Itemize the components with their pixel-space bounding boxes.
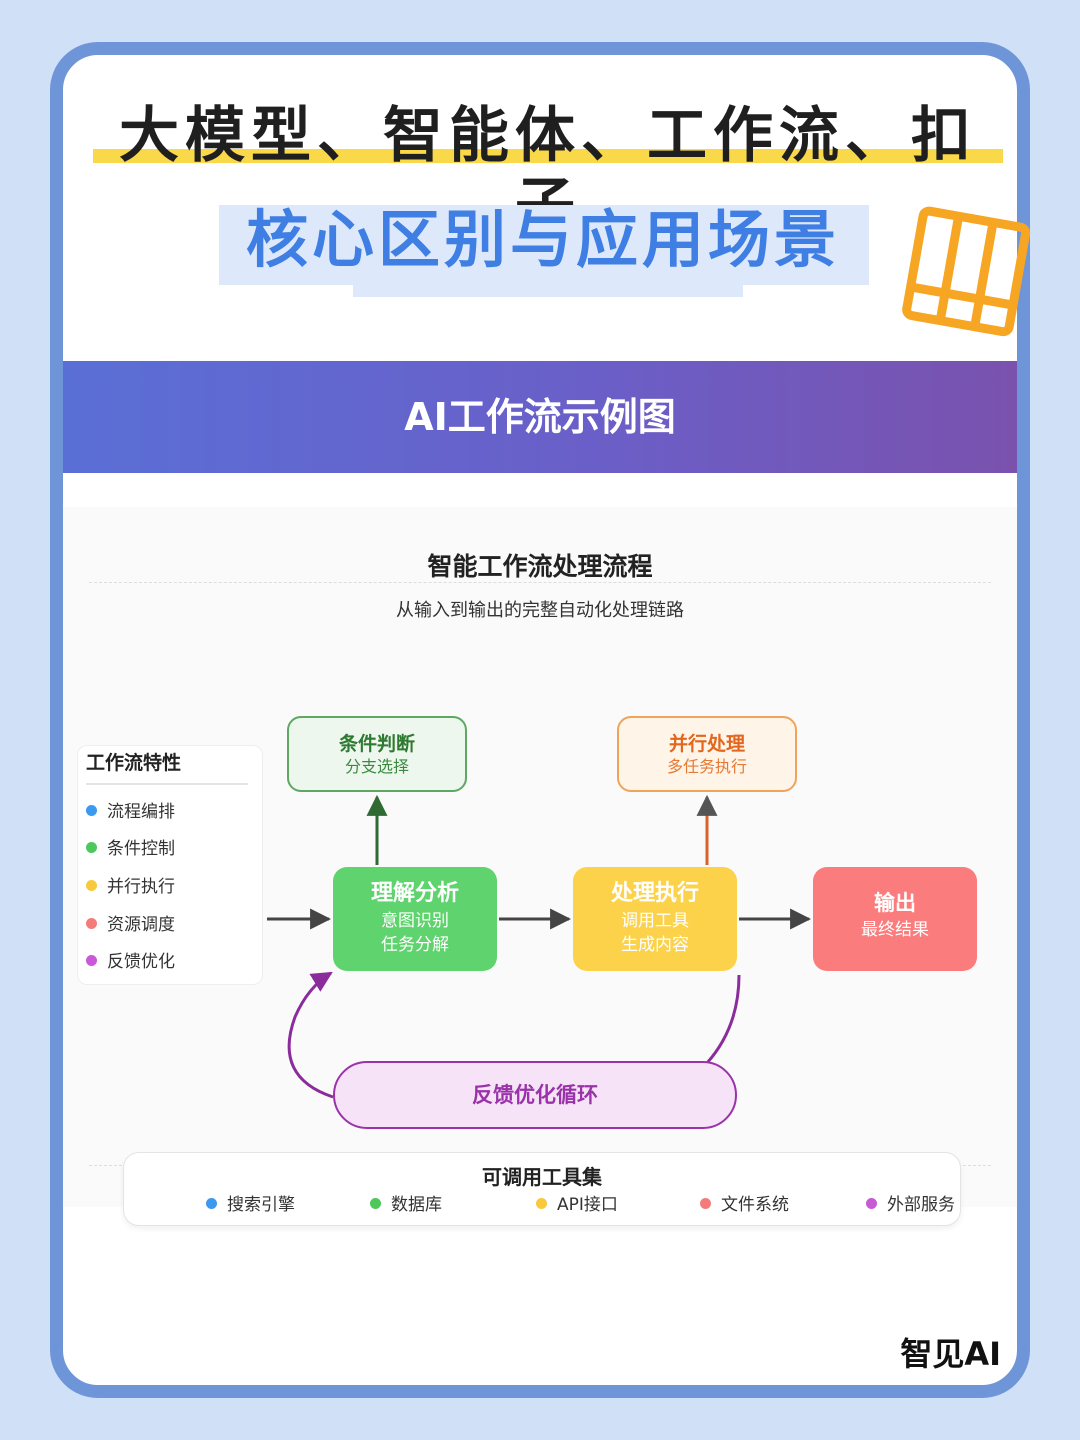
feature-item: 流程编排 xyxy=(86,800,175,824)
feature-item: 反馈优化 xyxy=(86,950,175,974)
tool-label: 搜索引擎 xyxy=(227,1195,295,1215)
node-understand: 理解分析 意图识别 任务分解 xyxy=(333,867,497,971)
node-output: 输出 最终结果 xyxy=(813,867,977,971)
node-condition-sub: 分支选择 xyxy=(344,757,409,776)
feature-label: 资源调度 xyxy=(107,915,175,935)
dot-icon xyxy=(86,804,97,816)
arrow-feedback-to-understand xyxy=(287,971,334,1099)
node-output-title: 输出 xyxy=(874,891,916,915)
dot-icon xyxy=(206,1197,217,1209)
node-process: 处理执行 调用工具 生成内容 xyxy=(573,867,737,971)
brand-logo: 智见AI xyxy=(900,1335,1001,1373)
features-title: 工作流特性 xyxy=(86,746,248,785)
feature-item: 资源调度 xyxy=(86,913,175,937)
node-understand-sub2: 任务分解 xyxy=(381,935,449,955)
subtitle-highlight-tail xyxy=(353,279,743,297)
node-output-sub: 最终结果 xyxy=(861,920,929,940)
node-parallel-sub: 多任务执行 xyxy=(666,757,747,776)
node-feedback-title: 反馈优化循环 xyxy=(472,1083,598,1107)
diagram-connectors xyxy=(267,794,812,1099)
main-title-text: 大模型、智能体、工作流、扣子 xyxy=(119,101,977,241)
tool-label: 外部服务 xyxy=(887,1195,955,1215)
feature-item: 并行执行 xyxy=(86,875,175,899)
node-parallel: 并行处理 多任务执行 xyxy=(617,716,797,792)
workflow-diagram: 智能工作流处理流程 从输入到输出的完整自动化处理链路 xyxy=(63,507,1017,1226)
dot-icon xyxy=(86,879,97,891)
tool-item: 数据库 xyxy=(370,1193,442,1217)
node-understand-sub1: 意图识别 xyxy=(381,911,449,931)
main-title: 大模型、智能体、工作流、扣子 xyxy=(93,101,1003,241)
diagram-title: 智能工作流处理流程 xyxy=(427,552,653,581)
tool-label: 数据库 xyxy=(391,1195,442,1215)
dot-icon xyxy=(370,1197,381,1209)
poster-card: 大模型、智能体、工作流、扣子 核心区别与应用场景 AI工作流示例图 智能工作流处… xyxy=(50,42,1030,1398)
feature-label: 条件控制 xyxy=(107,839,175,859)
tool-item: 外部服务 xyxy=(866,1193,955,1217)
tool-label: API接口 xyxy=(557,1195,618,1215)
feature-label: 并行执行 xyxy=(107,877,175,897)
dot-icon xyxy=(86,954,97,966)
node-condition: 条件判断 分支选择 xyxy=(287,716,467,792)
grid-sticker-icon xyxy=(902,206,1031,337)
tools-legend: 可调用工具集 搜索引擎 数据库 API接口 文件系统 外部服务 xyxy=(123,1152,961,1226)
node-parallel-title: 并行处理 xyxy=(668,733,745,755)
feature-item: 条件控制 xyxy=(86,837,175,861)
node-process-sub2: 生成内容 xyxy=(621,935,689,955)
dot-icon xyxy=(86,917,97,929)
arrow-process-to-feedback xyxy=(705,974,741,1064)
subtitle-highlight xyxy=(219,205,869,285)
node-understand-title: 理解分析 xyxy=(370,881,459,906)
feature-label: 反馈优化 xyxy=(107,952,175,972)
dot-icon xyxy=(86,841,97,853)
feature-label: 流程编排 xyxy=(107,802,175,822)
tool-item: API接口 xyxy=(536,1193,618,1217)
divider xyxy=(89,582,991,583)
dot-icon xyxy=(536,1197,547,1209)
section-banner: AI工作流示例图 xyxy=(63,361,1017,473)
node-process-title: 处理执行 xyxy=(610,881,699,906)
node-process-sub1: 调用工具 xyxy=(621,911,689,931)
node-condition-title: 条件判断 xyxy=(338,733,415,755)
tool-item: 文件系统 xyxy=(700,1193,789,1217)
features-legend: 工作流特性 流程编排 条件控制 并行执行 资源调度 反馈优化 xyxy=(77,745,263,985)
subtitle-text: 核心区别与应用场景 xyxy=(245,203,840,276)
tool-item: 搜索引擎 xyxy=(206,1193,295,1217)
dot-icon xyxy=(866,1197,877,1209)
tool-label: 文件系统 xyxy=(721,1195,789,1215)
diagram-subtitle: 从输入到输出的完整自动化处理链路 xyxy=(396,600,684,621)
tools-title: 可调用工具集 xyxy=(482,1165,602,1189)
title-highlight xyxy=(93,149,1003,163)
dot-icon xyxy=(700,1197,711,1209)
node-feedback-loop: 反馈优化循环 xyxy=(333,1061,737,1129)
